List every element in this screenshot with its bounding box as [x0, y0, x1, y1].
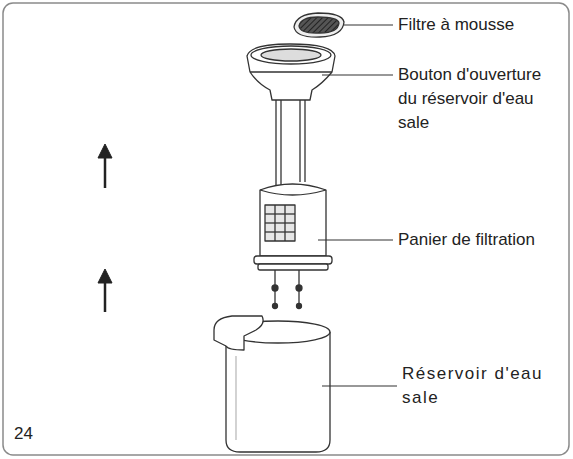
figure-number: 24	[14, 422, 74, 446]
part-label: Réservoir d'eau sale	[402, 362, 557, 410]
frame	[3, 3, 569, 455]
filter-basket	[254, 184, 332, 309]
foam-filter	[294, 13, 344, 37]
opening-button	[247, 44, 335, 185]
dirty-water-tank	[214, 316, 330, 452]
leader-lines	[318, 25, 397, 386]
part-label: Filtre à mousse	[398, 13, 563, 37]
direction-arrows	[98, 144, 112, 312]
part-label: Bouton d'ouverture du réservoir d'eau sa…	[398, 63, 558, 135]
part-label: Panier de filtration	[398, 228, 563, 252]
